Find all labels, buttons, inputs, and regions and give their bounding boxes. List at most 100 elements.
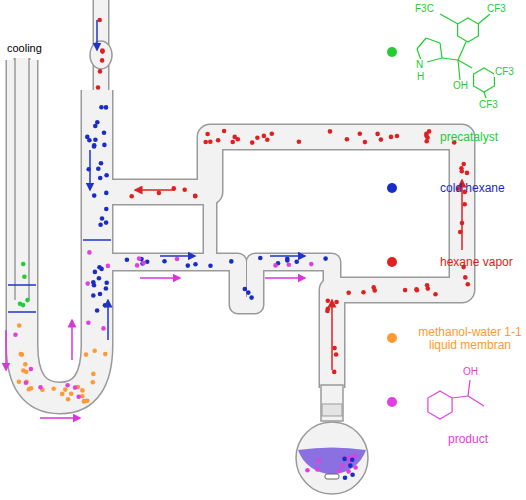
molecule-dot bbox=[350, 458, 355, 463]
liquid-level bbox=[8, 284, 36, 286]
molecule-dot bbox=[323, 256, 328, 261]
cooling-finger bbox=[15, 58, 29, 300]
molecule-dot bbox=[361, 290, 366, 295]
molecule-dot bbox=[100, 58, 105, 63]
molecule-dot bbox=[104, 220, 109, 225]
legend-text: cold hexane bbox=[440, 182, 505, 195]
molecule-dot bbox=[63, 387, 68, 392]
bond-line bbox=[468, 396, 484, 406]
molecule-dot bbox=[69, 391, 74, 396]
molecule-dot bbox=[332, 346, 337, 351]
molecule-dot bbox=[99, 161, 104, 166]
molecule-dot bbox=[92, 193, 97, 198]
molecule-dot bbox=[29, 386, 34, 391]
molecule-dot bbox=[51, 387, 56, 392]
stir-bar bbox=[325, 474, 339, 479]
bond-line bbox=[426, 38, 440, 43]
molecule-dot bbox=[25, 298, 30, 303]
molecule-dot bbox=[99, 105, 104, 110]
molecule-dot bbox=[102, 130, 107, 135]
flask-stopper bbox=[322, 404, 342, 416]
benzene-ring bbox=[458, 18, 479, 42]
molecule-dot bbox=[96, 85, 101, 90]
bond-line bbox=[478, 14, 490, 24]
molecule-dot bbox=[363, 140, 368, 145]
molecule-dot bbox=[250, 140, 255, 145]
legend-text: hexane vapor bbox=[440, 256, 513, 269]
bond-line bbox=[458, 60, 472, 68]
glass-bore bbox=[112, 262, 332, 305]
tube-bulb bbox=[90, 41, 112, 69]
molecule-dot bbox=[92, 144, 97, 149]
molecule-dot bbox=[22, 274, 27, 279]
molecule-dot bbox=[415, 288, 420, 293]
molecule-dot bbox=[95, 308, 100, 313]
bond-line bbox=[452, 396, 468, 398]
molecule-dot bbox=[427, 129, 432, 134]
molecule-dot bbox=[395, 134, 400, 139]
atom-label: OH bbox=[462, 366, 479, 377]
molecule-dot bbox=[13, 333, 18, 338]
molecule-dot bbox=[326, 306, 331, 311]
molecule-dot bbox=[222, 129, 227, 134]
molecule-dot bbox=[262, 134, 267, 139]
molecule-dot bbox=[129, 194, 134, 199]
molecule-dot bbox=[125, 258, 130, 263]
molecule-dot bbox=[29, 367, 34, 372]
round-flask bbox=[296, 422, 368, 494]
atom-label: H bbox=[416, 71, 425, 82]
bond-line bbox=[458, 42, 466, 60]
molecule-dot bbox=[309, 262, 314, 267]
flask-liquid bbox=[298, 448, 366, 475]
molecule-dot bbox=[459, 166, 464, 171]
molecule-dot bbox=[294, 260, 299, 265]
molecule-dot bbox=[358, 132, 363, 137]
molecule-dot bbox=[92, 349, 97, 354]
liquid-level bbox=[8, 311, 36, 313]
legend-swatch bbox=[387, 47, 397, 57]
glass-bore bbox=[204, 150, 216, 262]
molecule-dot bbox=[193, 262, 198, 267]
molecule-dot bbox=[425, 283, 430, 288]
benzene-ring bbox=[474, 68, 495, 92]
molecule-dot bbox=[258, 256, 263, 261]
molecule-dot bbox=[230, 140, 235, 145]
molecule-dot bbox=[101, 326, 106, 331]
bond-line bbox=[440, 43, 442, 58]
molecule-dot bbox=[17, 380, 22, 385]
glass-tube bbox=[14, 58, 31, 300]
molecule-dot bbox=[249, 295, 254, 300]
molecule-dot bbox=[103, 303, 108, 308]
molecule-dot bbox=[100, 48, 105, 53]
molecule-dot bbox=[205, 132, 210, 137]
bond-line bbox=[468, 380, 470, 396]
legend-text: methanol-water 1-1 liquid membran bbox=[418, 326, 522, 352]
molecule-dot bbox=[91, 372, 96, 377]
molecule-dot bbox=[38, 385, 43, 390]
molecule-dot bbox=[24, 369, 29, 374]
molecule-dot bbox=[414, 287, 419, 292]
flask-neck bbox=[321, 385, 343, 421]
molecule-dot bbox=[76, 395, 81, 400]
molecule-dot bbox=[86, 321, 91, 326]
molecule-dot bbox=[85, 135, 90, 140]
molecule-dot bbox=[21, 303, 26, 308]
molecule-dot bbox=[21, 262, 26, 267]
legend-swatch bbox=[387, 183, 397, 193]
molecule-dot bbox=[328, 129, 333, 134]
molecule-dot bbox=[463, 275, 468, 280]
molecule-dot bbox=[84, 352, 89, 357]
molecule-dot bbox=[236, 137, 241, 142]
molecule-dot bbox=[91, 380, 96, 385]
molecule-dot bbox=[100, 49, 105, 54]
molecule-dot bbox=[104, 105, 109, 110]
molecule-dot bbox=[350, 473, 355, 478]
molecule-dot bbox=[162, 259, 167, 264]
glass-tube bbox=[22, 60, 97, 398]
molecule-dot bbox=[23, 362, 28, 367]
molecule-dot bbox=[82, 399, 87, 404]
bond-line bbox=[427, 58, 442, 62]
benzene-ring bbox=[428, 391, 452, 419]
